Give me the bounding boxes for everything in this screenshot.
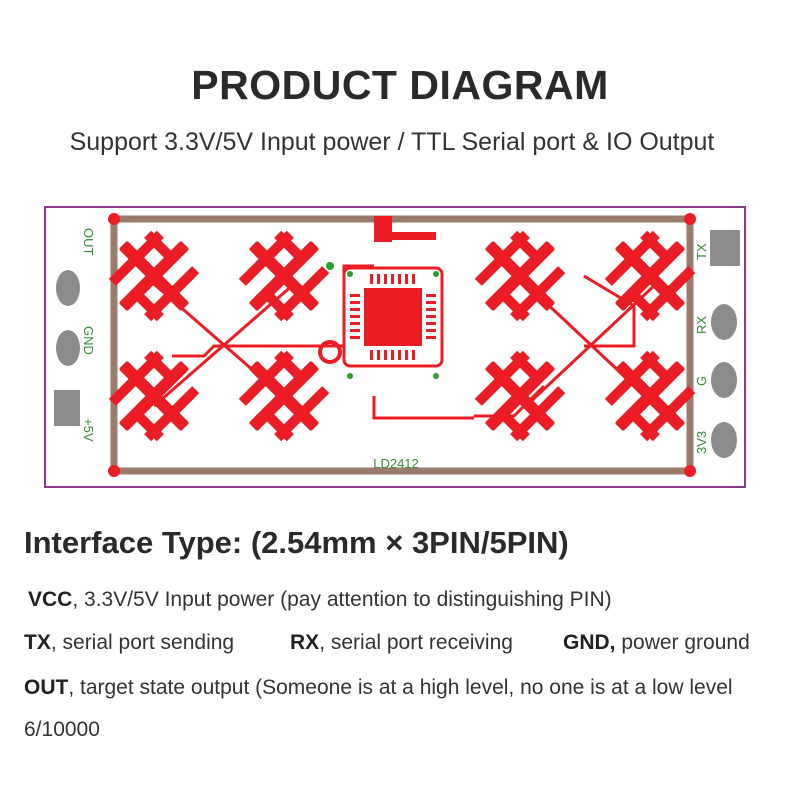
- board-model-label: LD2412: [373, 456, 419, 471]
- interface-heading: Interface Type: (2.54mm × 3PIN/5PIN): [24, 525, 569, 560]
- tx-line: TX, serial port sending: [24, 631, 234, 655]
- pcb-board-diagram: OUT GND +5V TX RX G 3V3 LD2412: [44, 206, 746, 488]
- page-title: PRODUCT DIAGRAM: [191, 62, 609, 108]
- rx-desc: , serial port receiving: [319, 631, 513, 654]
- out-key: OUT: [24, 676, 69, 699]
- vcc-desc: , 3.3V/5V Input power (pay attention to …: [72, 588, 612, 611]
- pin-label-g: G: [694, 376, 709, 386]
- rx-key: RX: [290, 631, 320, 654]
- right-connector-pads: [710, 230, 740, 458]
- gnd-line: GND, power ground: [563, 631, 750, 655]
- pin-label-5v: +5V: [81, 418, 96, 442]
- vcc-line: VCC, 3.3V/5V Input power (pay attention …: [28, 588, 612, 612]
- pin-label-rx: RX: [694, 316, 709, 334]
- left-connector-pads: [54, 270, 80, 426]
- pin-label-3v3: 3V3: [694, 431, 709, 454]
- out-desc: , target state output (Someone is at a h…: [68, 676, 733, 699]
- board-frame: [110, 215, 694, 475]
- rx-line: RX, serial port receiving: [290, 631, 513, 655]
- out-line: OUT, target state output (Someone is at …: [24, 676, 733, 700]
- silk-dots: [326, 262, 439, 379]
- main-ic-chip: [342, 266, 444, 368]
- pin-label-out: OUT: [81, 228, 96, 256]
- page-subtitle: Support 3.3V/5V Input power / TTL Serial…: [69, 128, 715, 156]
- tx-desc: , serial port sending: [50, 631, 235, 654]
- tx-key: TX: [24, 631, 51, 654]
- pin-label-gnd: GND: [81, 326, 96, 355]
- pin-label-tx: TX: [694, 243, 709, 260]
- vcc-key: VCC: [28, 588, 73, 611]
- gnd-key: GND,: [563, 631, 616, 654]
- out-note: 6/10000: [24, 718, 100, 741]
- gnd-desc: power ground: [615, 631, 750, 654]
